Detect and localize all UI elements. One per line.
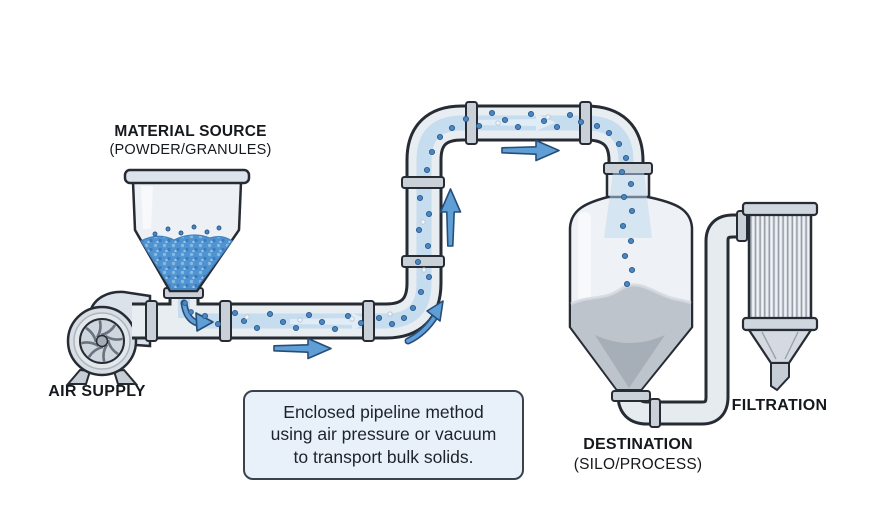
label-filtration: FILTRATION [731, 397, 828, 414]
particle-dots [182, 109, 636, 333]
material-hopper-icon [123, 168, 251, 299]
flow-arrow-elbow-curved [404, 300, 444, 345]
label-destination: DESTINATION (SILO/PROCESS) [553, 436, 723, 473]
material-source-title: MATERIAL SOURCE [114, 123, 267, 140]
falling-stream [604, 172, 652, 238]
hopper-rim [123, 168, 251, 185]
flow-arrow-up-riser [439, 188, 462, 247]
note-box: Enclosed pipeline method using air press… [243, 390, 524, 481]
filter-spout [770, 362, 790, 392]
silo-material [570, 283, 692, 389]
filter-pleats [747, 211, 813, 323]
note-line-2: using air pressure or vacuum [270, 424, 497, 445]
destination-title: DESTINATION [583, 436, 693, 453]
note-line-3: to transport bulk solids. [293, 446, 474, 467]
destination-silo-icon [568, 162, 694, 402]
destination-subtitle: (SILO/PROCESS) [573, 455, 703, 473]
note-line-1: Enclosed pipeline method [283, 402, 484, 422]
pipeline-flanges [145, 101, 748, 428]
flow-arrow-right-lower [273, 337, 332, 360]
material-source-subtitle: (POWDER/GRANULES) [109, 142, 272, 159]
hopper-granules [140, 224, 233, 290]
filtration-unit-icon [741, 201, 819, 392]
label-material-source: MATERIAL SOURCE (POWDER/GRANULES) [88, 123, 293, 159]
blower-impeller-icon [79, 318, 125, 364]
flow-arrows [180, 139, 560, 360]
label-air-supply: AIR SUPPLY [48, 383, 146, 400]
flow-arrow-right-top [501, 139, 560, 162]
